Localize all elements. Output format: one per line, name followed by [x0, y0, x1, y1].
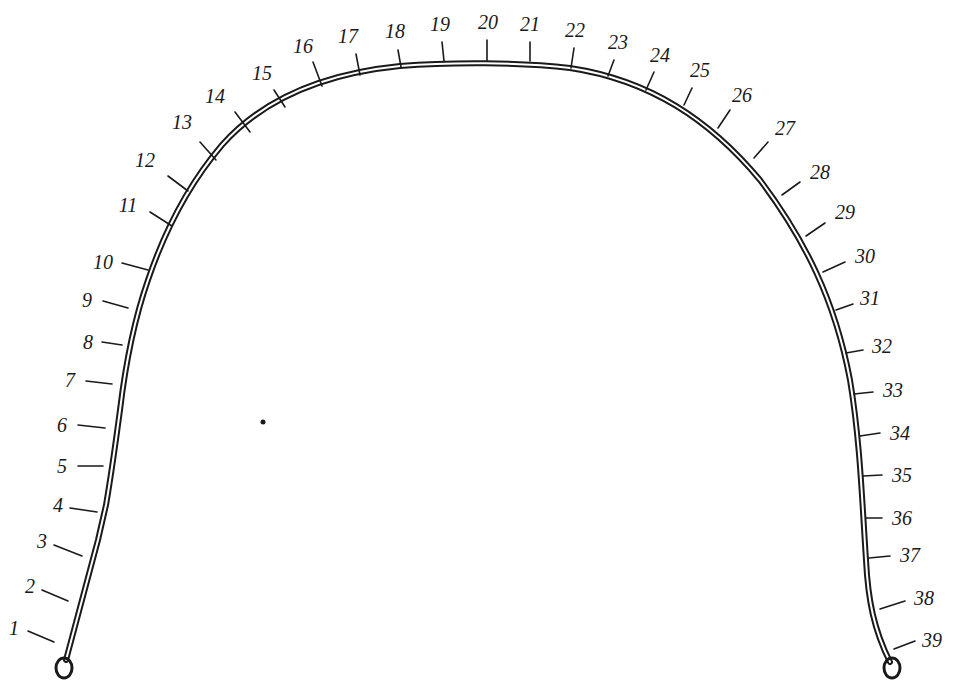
callout-number: 18: [385, 21, 405, 41]
callout-number: 21: [520, 14, 540, 34]
callout-number: 39: [922, 630, 942, 650]
callout-number: 15: [252, 63, 272, 83]
callout-number: 31: [860, 288, 880, 308]
callout-number: 8: [83, 332, 93, 352]
callout-number: 17: [338, 26, 358, 46]
callout-number: 35: [892, 465, 912, 485]
callout-number: 4: [53, 495, 63, 515]
end-loop: [884, 658, 900, 678]
callout-number: 6: [57, 415, 67, 435]
callout-number: 32: [872, 336, 892, 356]
callout-number: 38: [914, 588, 934, 608]
callout-number: 13: [172, 112, 192, 132]
callout-number: 14: [205, 86, 225, 106]
callout-number: 7: [65, 370, 75, 390]
callout-number: 3: [37, 531, 47, 551]
callout-number: 36: [892, 508, 912, 528]
callout-number: 30: [855, 246, 875, 266]
callout-number: 33: [883, 380, 903, 400]
callout-number: 34: [890, 423, 910, 443]
callout-number: 24: [650, 45, 670, 65]
callout-number: 10: [93, 252, 113, 272]
leader-lines: [28, 40, 915, 649]
callout-number: 28: [810, 162, 830, 182]
callout-number: 22: [565, 20, 585, 40]
callout-number: 16: [293, 36, 313, 56]
callout-number: 20: [478, 12, 498, 32]
callout-number: 2: [25, 576, 35, 596]
callout-number: 5: [57, 456, 67, 476]
ink-dot: [261, 420, 266, 425]
callout-number: 11: [119, 195, 138, 215]
callout-number: 25: [690, 60, 710, 80]
callout-number: 1: [9, 618, 19, 638]
callout-number: 12: [135, 150, 155, 170]
end-loop: [56, 658, 72, 678]
callout-number: 29: [835, 202, 855, 222]
callout-number: 23: [608, 32, 628, 52]
callout-number: 9: [82, 290, 92, 310]
callout-number: 26: [732, 85, 752, 105]
callout-number: 27: [775, 118, 795, 138]
arch-wire: [66, 63, 890, 662]
callout-number: 37: [900, 545, 920, 565]
callout-number: 19: [430, 14, 450, 34]
arch-wire-core: [66, 63, 890, 662]
